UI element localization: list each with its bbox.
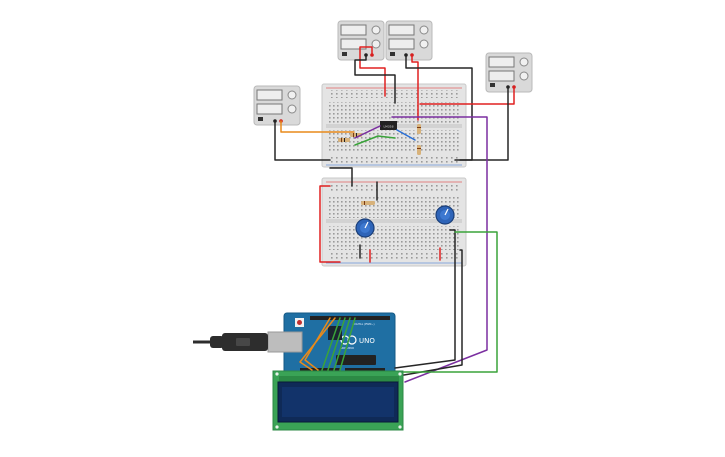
wire-purple[interactable]: [391, 116, 488, 383]
resistor-icon[interactable]: [338, 138, 350, 142]
chip-label: LM358: [384, 125, 394, 129]
wire-orange[interactable]: [304, 317, 331, 371]
wire-green[interactable]: [354, 135, 396, 146]
wire-green[interactable]: [321, 317, 341, 371]
power-supply-icon[interactable]: [253, 85, 301, 126]
op-amp-chip-icon[interactable]: LM358: [380, 121, 397, 130]
wire-black[interactable]: [459, 86, 509, 161]
wire-green[interactable]: [403, 231, 498, 373]
wire-blue[interactable]: [396, 129, 416, 141]
arduino-logo-text: ARDUINO: [340, 346, 355, 350]
resistor-icon[interactable]: [417, 124, 421, 134]
resistor-icon[interactable]: [417, 145, 421, 155]
power-supply-icon[interactable]: [385, 20, 433, 61]
breadboard-bottom[interactable]: [321, 177, 467, 267]
wire-green[interactable]: [327, 317, 346, 371]
wire-red[interactable]: [419, 86, 515, 105]
wire-red[interactable]: [359, 46, 386, 97]
lcd-display-icon[interactable]: [272, 370, 404, 431]
power-supply-icon[interactable]: [337, 20, 385, 61]
arduino-board-icon[interactable]: UNO ARDUINO DIGITAL (PWM~): [283, 312, 396, 380]
wire-black[interactable]: [354, 54, 396, 104]
wire-orange[interactable]: [299, 317, 336, 371]
wire-purple[interactable]: [354, 125, 381, 139]
arduino-header-text: DIGITAL (PWM~): [353, 322, 375, 326]
wire-red[interactable]: [319, 185, 341, 263]
power-supply-icon[interactable]: [485, 52, 533, 93]
potentiometer-icon[interactable]: [355, 218, 375, 238]
wire-red[interactable]: [411, 54, 419, 121]
wire-black[interactable]: [329, 167, 353, 187]
wire-black[interactable]: [394, 229, 456, 369]
wire-green[interactable]: [339, 317, 356, 371]
wire-orange[interactable]: [280, 120, 355, 133]
potentiometer-icon[interactable]: [435, 205, 455, 225]
usb-cable-icon: [193, 331, 303, 353]
wire-black[interactable]: [403, 249, 463, 376]
resistor-icon[interactable]: [361, 201, 375, 205]
wire-black[interactable]: [274, 120, 331, 161]
wire-green[interactable]: [333, 317, 351, 371]
arduino-brand-text: UNO: [359, 337, 375, 345]
